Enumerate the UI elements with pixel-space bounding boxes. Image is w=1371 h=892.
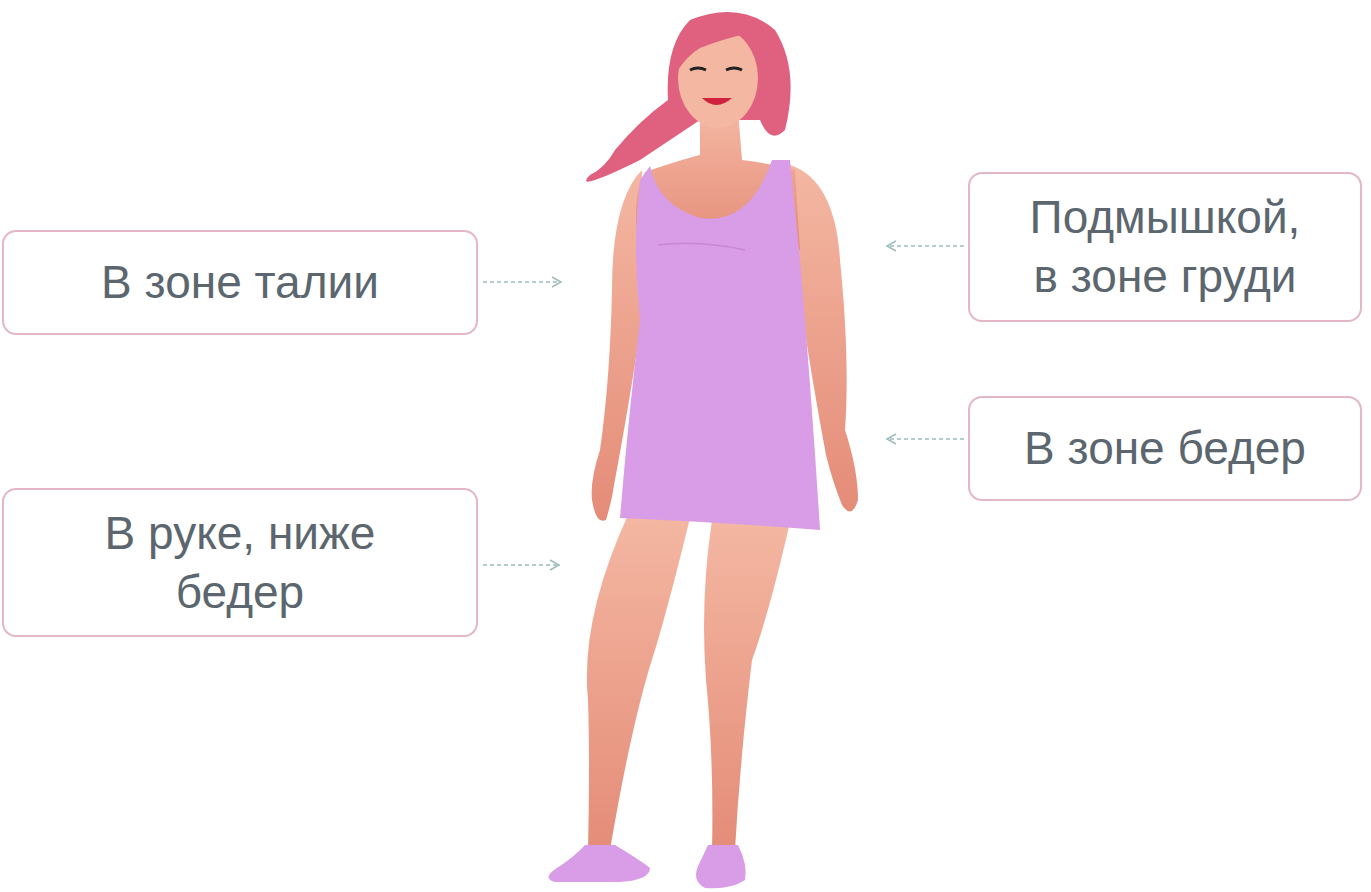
callout-text: Подмышкой, в зоне груди <box>1015 188 1315 306</box>
callout-text: В зоне бедер <box>1024 419 1306 478</box>
callout-box: В зоне бедер <box>968 396 1362 501</box>
callout-box: Подмышкой, в зоне груди <box>968 172 1362 322</box>
callout-box: В руке, ниже бедер <box>2 488 478 637</box>
callout-text: В руке, ниже бедер <box>90 504 390 622</box>
callout-box: В зоне талии <box>2 230 478 335</box>
callout-text: В зоне талии <box>101 253 379 312</box>
